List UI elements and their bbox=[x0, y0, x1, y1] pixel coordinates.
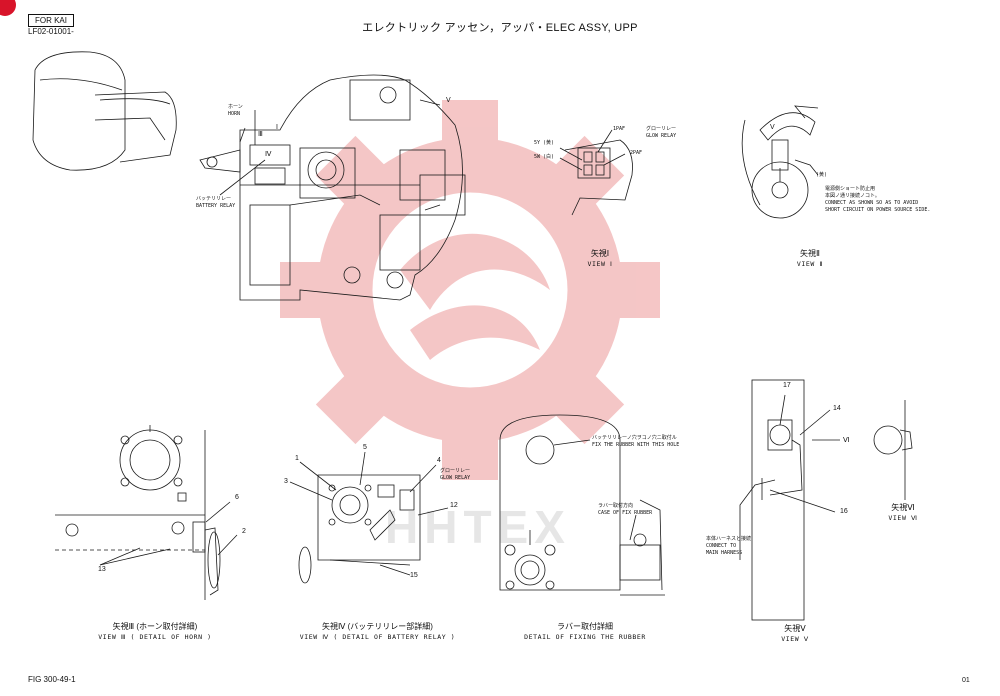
view-4-drawing bbox=[289, 451, 449, 584]
part-number-4: 4 bbox=[437, 457, 441, 464]
view-2-arrow: V bbox=[770, 124, 775, 131]
part-number-16: 16 bbox=[840, 508, 848, 515]
part-number-1: 1 bbox=[295, 455, 299, 462]
wire-5y-label: 5Y (黄) bbox=[534, 140, 555, 146]
view-4-glow-en: GLOW RELAY bbox=[440, 475, 471, 481]
view-2-note-en1: CONNECT AS SHOWN SO AS TO AVOID bbox=[825, 200, 919, 206]
view-2-note-en2: SHORT CIRCUIT ON POWER SOURCE SIDE. bbox=[825, 207, 931, 213]
page-title: エレクトリック アッセン，アッパ・ELEC ASSY, UPP bbox=[362, 22, 638, 34]
paf2-label: 2PAF bbox=[630, 150, 643, 156]
glow-relay-label-en: GLOW RELAY bbox=[646, 133, 677, 139]
page-number: 01 bbox=[962, 677, 970, 684]
part-number-13: 13 bbox=[98, 566, 106, 573]
part-number-12: 12 bbox=[450, 502, 458, 509]
view-5-drawing bbox=[739, 379, 840, 621]
view-marker-4: Ⅳ bbox=[265, 151, 272, 158]
battery-relay-label-en: BATTERY RELAY bbox=[196, 203, 236, 209]
figure-number: FIG 300-49-1 bbox=[28, 675, 76, 684]
rubber-hole-note-jp: バッテリリレーノ穴ヲコノ穴ニ取付ル bbox=[592, 435, 677, 441]
part-number-6: 6 bbox=[235, 494, 239, 501]
view-marker-3: Ⅲ bbox=[258, 131, 263, 138]
view-2-note-jp1: 電源側ショート防止用 bbox=[825, 186, 876, 192]
rubber-case-note-en: CASE OF FIX RUBBER bbox=[598, 510, 653, 516]
view-3-drawing bbox=[55, 425, 238, 600]
view-2-note-jp2: 本図ノ通リ接続ノコト。 bbox=[825, 193, 880, 199]
model-tag: FOR KAI bbox=[28, 14, 74, 27]
part-number-15: 15 bbox=[410, 572, 418, 579]
machine-thumbnail bbox=[32, 51, 177, 171]
view-1-caption: 矢視Ⅰ VIEW Ⅰ bbox=[587, 249, 613, 268]
watermark-text: HHTEX bbox=[385, 501, 571, 553]
part-number-5: 5 bbox=[363, 444, 367, 451]
main-harness-note-en1: CONNECT TO bbox=[706, 543, 737, 549]
view-2-drawing bbox=[741, 105, 819, 219]
view-6-caption: 矢視Ⅵ VIEW Ⅵ bbox=[888, 503, 918, 522]
glow-relay-label-jp: グローリレー bbox=[646, 126, 677, 132]
paf1-label: 1PAF bbox=[613, 126, 626, 132]
corner-badge-icon bbox=[0, 0, 16, 16]
part-code: LF02-01001- bbox=[28, 27, 74, 36]
part-number-17: 17 bbox=[783, 382, 791, 389]
main-harness-note-en2: MAIN HARNESS bbox=[706, 550, 743, 556]
rubber-drawing bbox=[499, 414, 665, 596]
horn-label-en: HORN bbox=[228, 111, 241, 117]
part-number-2: 2 bbox=[242, 528, 246, 535]
rubber-hole-note-en: FIX THE RUBBER WITH THIS HOLE bbox=[592, 442, 680, 448]
view-5-caption: 矢視Ⅴ VIEW Ⅴ bbox=[781, 624, 809, 643]
view-4-caption: 矢視Ⅳ (バッテリリレー部詳細) VIEW Ⅳ ( DETAIL OF BATT… bbox=[299, 622, 456, 641]
view-4-glow-jp: グローリレー bbox=[440, 468, 471, 474]
part-number-14: 14 bbox=[833, 405, 841, 412]
part-number-3: 3 bbox=[284, 478, 288, 485]
arrow-v-label: V bbox=[446, 97, 451, 104]
wire-5w-label: 5W (白) bbox=[534, 154, 555, 160]
view-2-wire-note: (黄) bbox=[816, 172, 828, 178]
rubber-caption: ラバー取付詳細 DETAIL OF FIXING THE RUBBER bbox=[524, 622, 646, 641]
view-2-caption: 矢視Ⅱ VIEW Ⅱ bbox=[796, 249, 824, 268]
battery-relay-label-jp: バッテリリレー bbox=[196, 196, 232, 202]
view-1-drawing bbox=[559, 129, 633, 216]
rubber-case-note-jp: ラバー取付方向 bbox=[598, 503, 633, 509]
upper-frame-view bbox=[199, 74, 466, 301]
view-6-drawing bbox=[873, 400, 913, 500]
view-marker-1: I bbox=[276, 124, 278, 131]
arrow-6-label: Ⅵ bbox=[843, 437, 850, 444]
main-harness-note-jp: 本体ハーネスと接続 bbox=[706, 536, 752, 542]
view-3-caption: 矢視Ⅲ (ホーン取付詳細) VIEW Ⅲ ( DETAIL OF HORN ) bbox=[98, 622, 212, 641]
horn-label-jp: ホーン bbox=[228, 104, 243, 110]
